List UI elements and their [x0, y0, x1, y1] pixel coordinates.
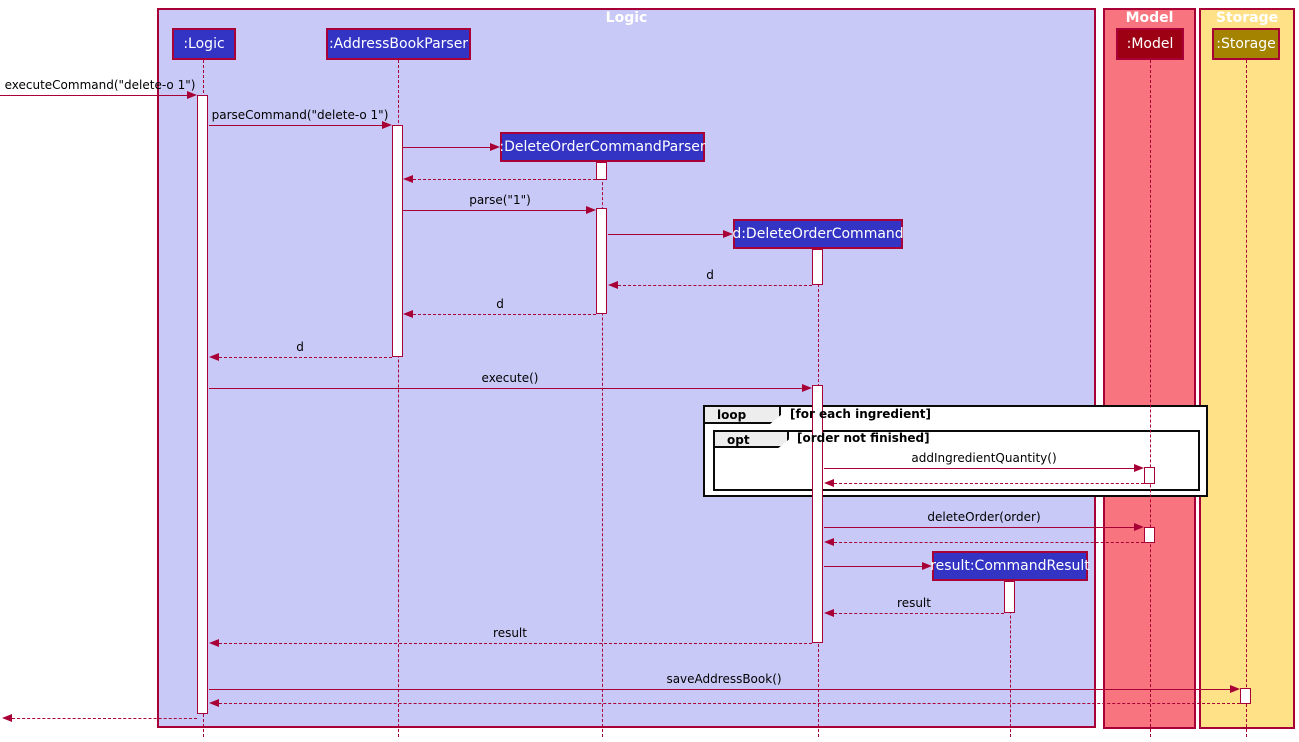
storage-frame [1199, 8, 1295, 729]
msg-return-result-1-line [834, 613, 1004, 614]
activation-deleteordercommandparser-2 [596, 208, 607, 314]
msg-return-d-3-arrowhead [209, 353, 219, 361]
msg-return-result-1-arrowhead [824, 609, 834, 617]
msg-return-to-addressbookparser-line [413, 179, 596, 180]
msg-return-d-3-label: d [296, 340, 304, 354]
msg-parsecommand-line [209, 125, 382, 126]
participant-logic: :Logic [172, 28, 236, 60]
msg-addingredientquantity-arrowhead [1134, 464, 1144, 472]
msg-return-d-2-label: d [496, 297, 504, 311]
participant-storage: :Storage [1212, 28, 1280, 60]
model-frame [1103, 8, 1196, 729]
msg-return-to-deleteordercommand-1-arrowhead [824, 479, 834, 487]
msg-return-d-2-line [413, 314, 596, 315]
activation-deleteordercommandparser-1 [596, 162, 607, 180]
msg-return-d-3-line [219, 357, 392, 358]
msg-executecommand-label: executeCommand("delete-o 1") [4, 78, 196, 92]
msg-return-result-2-line [219, 643, 812, 644]
lifeline-storage [1246, 60, 1247, 737]
msg-deleteorder-arrowhead [1134, 523, 1144, 531]
msg-return-result-2-label: result [493, 626, 527, 640]
lifeline-model [1150, 60, 1151, 737]
msg-deleteorder-label: deleteOrder(order) [927, 510, 1041, 524]
msg-parsecommand-label: parseCommand("delete-o 1") [211, 108, 389, 122]
msg-parse-arrowhead [586, 206, 596, 214]
logic-frame-title: Logic [605, 10, 648, 26]
activation-deleteordercommand-1 [812, 249, 823, 285]
msg-return-d-2-arrowhead [403, 310, 413, 318]
storage-frame-title: Storage [1215, 10, 1279, 26]
msg-create-commandresult-arrowhead [922, 562, 932, 570]
msg-return-d-1-label: d [706, 268, 714, 282]
msg-parse-label: parse("1") [469, 193, 531, 207]
participant-model: :Model [1116, 28, 1184, 60]
msg-return-d-1-arrowhead [608, 281, 618, 289]
activation-logic [197, 95, 208, 714]
msg-return-to-caller-line [12, 718, 197, 719]
activation-deleteordercommand-2 [812, 385, 823, 643]
msg-return-d-1-line [618, 285, 812, 286]
msg-return-to-deleteordercommand-2-arrowhead [824, 538, 834, 546]
activation-model-2 [1144, 527, 1155, 543]
msg-addingredientquantity-line [824, 468, 1134, 469]
participant-deleteordercommand: d:DeleteOrderCommand [732, 219, 904, 249]
msg-create-deleteordercommandparser-line [403, 147, 490, 148]
msg-saveaddressbook-label: saveAddressBook() [666, 672, 782, 686]
activation-model-1 [1144, 467, 1155, 484]
msg-create-deleteordercommand-line [608, 234, 723, 235]
msg-execute-line [209, 388, 802, 389]
msg-saveaddressbook-arrowhead [1230, 685, 1240, 693]
participant-commandresult: result:CommandResult [930, 551, 1090, 581]
participant-addressbookparser: :AddressBookParser [326, 28, 471, 60]
msg-addingredientquantity-label: addIngredientQuantity() [911, 451, 1057, 465]
msg-parse-line [403, 210, 586, 211]
msg-create-deleteordercommand-arrowhead [723, 230, 733, 238]
activation-commandresult [1004, 581, 1015, 613]
opt-guard: [order not finished] [797, 431, 930, 445]
msg-return-result-1-label: result [897, 596, 931, 610]
logic-frame [157, 8, 1096, 728]
msg-create-deleteordercommandparser-arrowhead [490, 143, 500, 151]
participant-deleteordercommandparser: :DeleteOrderCommandParser [499, 132, 706, 162]
msg-return-to-deleteordercommand-2-line [834, 542, 1144, 543]
msg-saveaddressbook-line [209, 689, 1230, 690]
lifeline-deleteordercommandparser [602, 162, 603, 737]
msg-create-commandresult-line [824, 566, 922, 567]
msg-execute-arrowhead [802, 384, 812, 392]
activation-storage [1240, 688, 1251, 704]
loop-operator-tab: loop [703, 405, 781, 424]
msg-return-to-deleteordercommand-1-line [834, 483, 1144, 484]
msg-executecommand-line [0, 95, 187, 96]
model-frame-title: Model [1125, 10, 1174, 26]
msg-executecommand-arrowhead [187, 91, 197, 99]
loop-guard: [for each ingredient] [790, 407, 932, 421]
msg-return-to-caller-arrowhead [2, 714, 12, 722]
lifeline-commandresult [1010, 581, 1011, 737]
opt-operator-tab: opt [713, 430, 789, 448]
msg-return-to-addressbookparser-arrowhead [403, 175, 413, 183]
lifeline-addressbookparser [398, 60, 399, 737]
msg-return-to-logic-arrowhead [209, 699, 219, 707]
msg-return-to-logic-line [219, 703, 1240, 704]
msg-deleteorder-line [824, 527, 1134, 528]
activation-addressbookparser [392, 125, 403, 357]
opt-fragment-frame [713, 430, 1200, 491]
msg-return-result-2-arrowhead [209, 639, 219, 647]
msg-execute-label: execute() [481, 371, 539, 385]
msg-parsecommand-arrowhead [382, 121, 392, 129]
